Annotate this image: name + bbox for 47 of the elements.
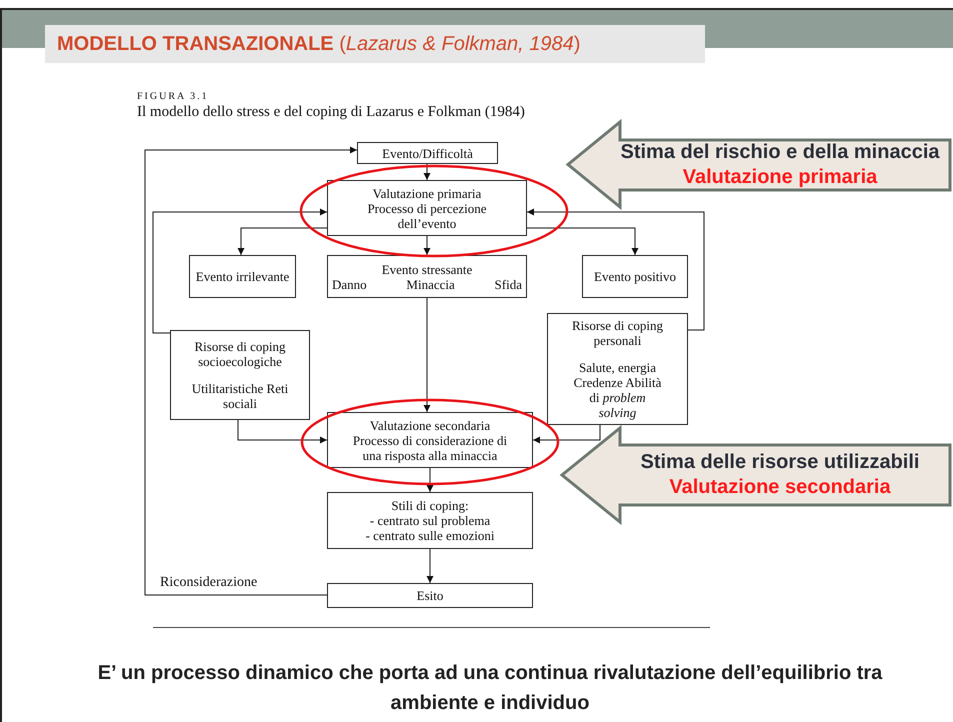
process-box (327, 180, 527, 236)
node-text: Salute, energia Credenze Abilità di problem solving (572, 360, 662, 420)
arrow-text: Valutazione secondaria (669, 475, 891, 500)
connector-arrow (426, 468, 434, 492)
process-box (327, 492, 533, 549)
node-text: Utilitaristiche Reti sociali (190, 381, 290, 411)
node-text: Risorse di coping personali (571, 318, 664, 348)
arrow-text: Stima delle risorse utilizzabili (640, 450, 920, 475)
connector-arrow (526, 208, 704, 330)
arrow-text: Valutazione primaria (682, 165, 878, 190)
node-text: Risorse di coping socioecologiche (194, 339, 286, 369)
slide-title: MODELLO TRANSAZIONALE (Lazarus & Folkman, 1984) (45, 25, 705, 63)
process-box (582, 255, 688, 298)
node-text: - centrato sulle emozioni (366, 528, 494, 543)
connector-arrow (238, 228, 328, 256)
node-text: Valutazione secondaria Processo di considerazione di una risposta alla minaccia (352, 418, 508, 462)
process-box (327, 412, 533, 468)
connector-arrow (238, 420, 328, 444)
node-text: Evento/Difficoltà (382, 146, 473, 160)
caption: E’ un processo dinamico che porta ad una continua rivalutazione dell’equilibrio tra ambiente e individuo (96, 661, 884, 716)
node-text: Stili di coping: (391, 498, 469, 513)
node-text: Minaccia (406, 276, 455, 292)
process-box (547, 313, 688, 425)
node-text: Evento stressante (382, 262, 472, 276)
connector-arrow (424, 298, 430, 412)
process-box (327, 583, 533, 608)
process-box (327, 255, 527, 298)
figure-title: Il modello dello stress e del coping di Lazarus e Folkman (1984) (137, 104, 525, 121)
node-text: Esito (416, 588, 444, 603)
connector-arrow (526, 228, 638, 256)
node-text: Valutazione primaria Processo di percezione dell’evento (366, 186, 488, 230)
figure-number: FIGURA 3.1 (137, 91, 209, 102)
node-text: Evento irrilevante (196, 269, 290, 284)
node-text: - centrato sul problema (370, 513, 490, 528)
process-box (189, 255, 296, 298)
connector-arrow (424, 164, 430, 180)
process-box (357, 142, 498, 164)
node-text: Sfida (494, 276, 522, 292)
process-box (170, 330, 310, 420)
arrow-text: Stima del rischio e della minaccia (620, 140, 940, 165)
node-text: Evento positivo (594, 269, 676, 284)
node-text: Danno (332, 276, 367, 292)
connector-arrow (426, 548, 434, 584)
connector-arrow (532, 424, 600, 444)
connector-arrow (424, 236, 430, 256)
connector-arrow (152, 208, 328, 334)
connector-arrow (144, 146, 358, 596)
